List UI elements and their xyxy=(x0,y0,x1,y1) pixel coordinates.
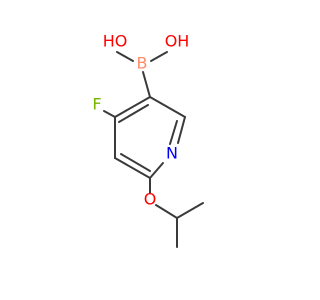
hydroxyl-right-label: OH xyxy=(165,32,190,51)
ether-oxygen-label: O xyxy=(144,190,157,209)
bond-n-c2-inner xyxy=(169,120,178,145)
bond-b-oh-left xyxy=(116,51,134,62)
bond-c2-c3 xyxy=(149,96,186,118)
molecule-structure-diagram: B HO OH F N O xyxy=(92,32,204,248)
bonds xyxy=(103,51,204,248)
bond-ch-ch3-up xyxy=(176,202,204,219)
hydroxyl-left-label: HO xyxy=(103,32,128,51)
fluorine-label: F xyxy=(92,95,101,114)
bond-n-c2 xyxy=(177,116,186,144)
bond-c6-n xyxy=(149,162,164,179)
bond-c3-c4-inner xyxy=(118,104,149,123)
bond-c3-c4 xyxy=(114,96,151,118)
bond-b-oh-right xyxy=(150,51,168,62)
atom-labels: B HO OH F N O xyxy=(92,32,189,209)
bond-c5-c6 xyxy=(114,157,151,179)
ring-nitrogen-label: N xyxy=(166,144,178,163)
bond-c5-c6-inner xyxy=(120,153,151,172)
boron-label: B xyxy=(137,54,148,73)
bond-c4-f xyxy=(103,110,116,118)
bond-o-ch xyxy=(155,204,178,219)
bond-c3-b xyxy=(142,71,151,98)
